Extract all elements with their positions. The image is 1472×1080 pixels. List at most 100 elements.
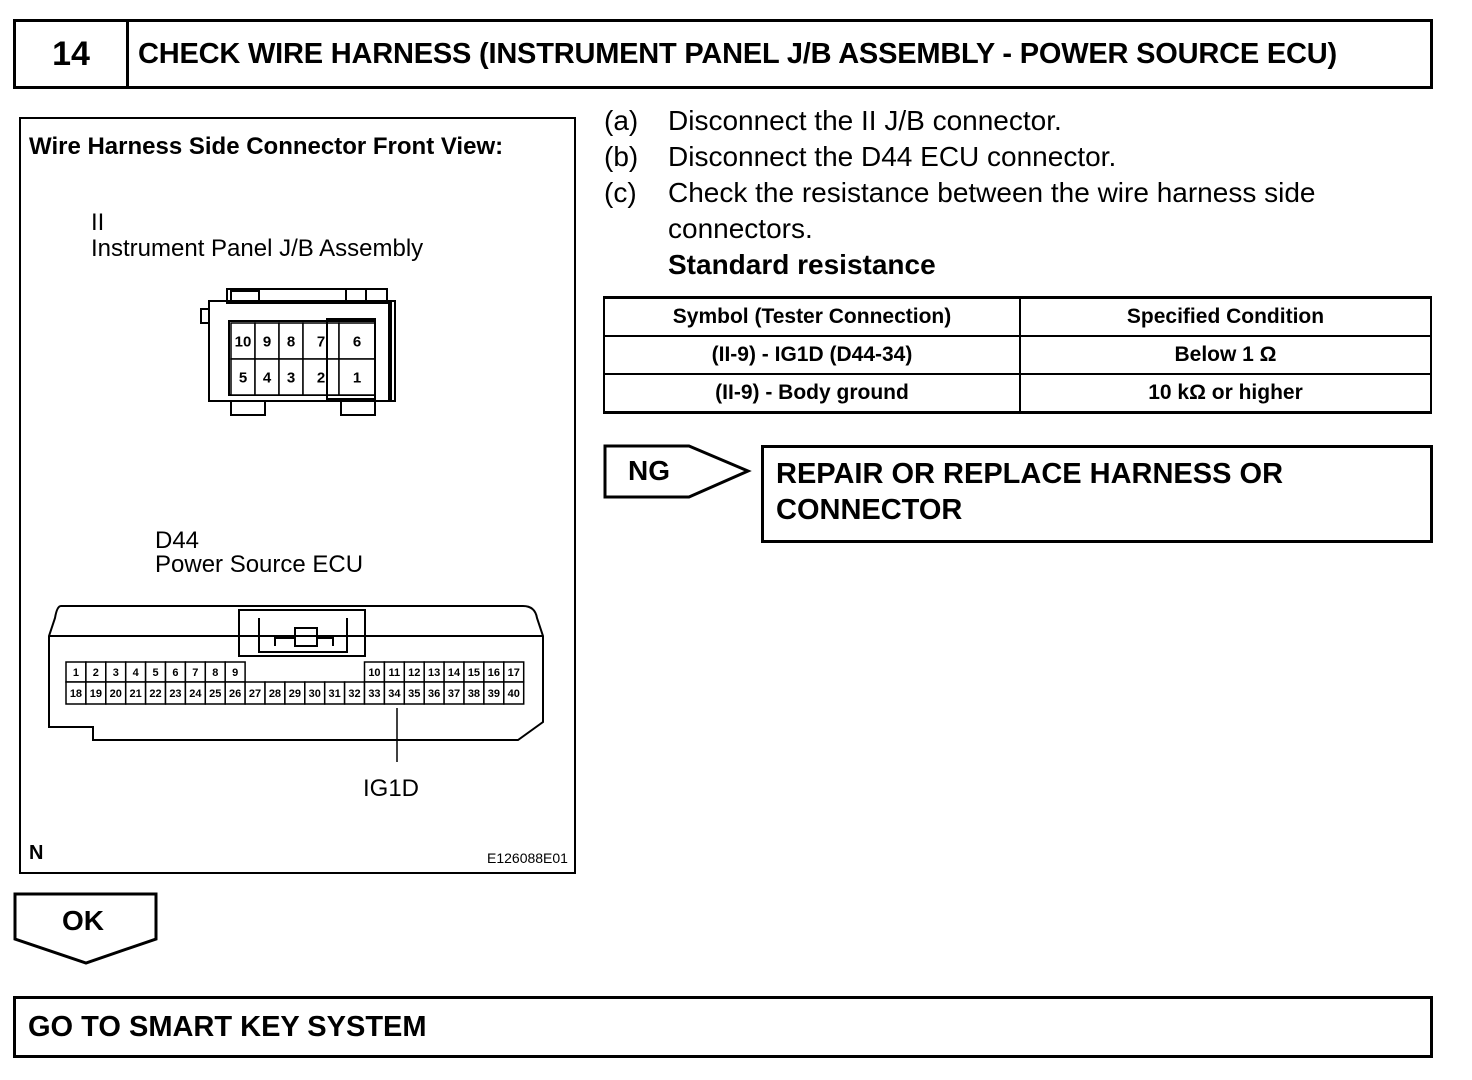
pin-label: 5 xyxy=(152,667,158,679)
pin-label: 33 xyxy=(368,688,380,700)
pin-label: 4 xyxy=(133,667,140,679)
pin-label: 9 xyxy=(263,333,271,350)
instruction-b: (b) Disconnect the D44 ECU connector. xyxy=(604,139,1424,175)
pin-label: 24 xyxy=(189,688,202,700)
pin-label: 22 xyxy=(149,688,161,700)
instruction-text: Disconnect the D44 ECU connector. xyxy=(668,141,1117,172)
pin-callout-label: IG1D xyxy=(363,775,420,802)
table-header: Specified Condition xyxy=(1019,296,1432,337)
figure-heading: Wire Harness Side Connector Front View: xyxy=(29,133,504,160)
table-cell: (II-9) - Body ground xyxy=(603,373,1021,414)
pin-label: 17 xyxy=(508,667,520,679)
pin-label: 39 xyxy=(488,688,500,700)
connector1-name: Instrument Panel J/B Assembly xyxy=(91,235,424,262)
pin-label: 3 xyxy=(287,369,295,386)
pin-label: 34 xyxy=(388,688,401,700)
pin-label: 6 xyxy=(172,667,178,679)
pin-label: 8 xyxy=(287,333,295,350)
pin-label: 32 xyxy=(348,688,360,700)
pin-label: 15 xyxy=(468,667,480,679)
instruction-a: (a) Disconnect the II J/B connector. xyxy=(604,103,1424,139)
ng-action-box: REPAIR OR REPLACE HARNESS OR CONNECTOR xyxy=(761,445,1433,543)
instruction-letter: (a) xyxy=(604,105,639,136)
instruction-letter: (b) xyxy=(604,141,639,172)
ng-arrow[interactable] xyxy=(603,443,753,503)
figure-id: E126088E01 xyxy=(487,850,568,866)
step-title: CHECK WIRE HARNESS (INSTRUMENT PANEL J/B… xyxy=(138,37,1337,70)
pin-cell xyxy=(338,358,376,396)
pin-label: 38 xyxy=(468,688,480,700)
pin-label: 1 xyxy=(353,369,361,386)
pin-label: 23 xyxy=(169,688,181,700)
next-action-box: GO TO SMART KEY SYSTEM xyxy=(13,996,1433,1058)
table-header: Symbol (Tester Connection) xyxy=(603,296,1021,337)
corner-mark: N xyxy=(29,842,44,864)
pin-label: 2 xyxy=(317,369,325,386)
pin-label: 2 xyxy=(93,667,99,679)
pin-cell xyxy=(503,681,525,705)
pin-label: 21 xyxy=(130,688,142,700)
pin-label: 8 xyxy=(212,667,218,679)
table-row: (II-9) - IG1D (D44-34) Below 1 Ω xyxy=(603,335,1432,375)
spec-table: Symbol (Tester Connection) Specified Con… xyxy=(603,296,1432,414)
pin-label: 12 xyxy=(408,667,420,679)
pin-label: 10 xyxy=(235,333,252,350)
pin-label: 19 xyxy=(90,688,102,700)
standard-label: Standard resistance xyxy=(668,249,936,280)
pin-label: 20 xyxy=(110,688,122,700)
instruction-c: (c) Check the resistance between the wir… xyxy=(604,175,1424,247)
ok-arrow[interactable] xyxy=(12,891,162,969)
table-cell: Below 1 Ω xyxy=(1019,335,1432,375)
connector-figure: Wire Harness Side Connector Front View: … xyxy=(19,117,576,874)
pin-label: 5 xyxy=(239,369,247,386)
pin-label: 25 xyxy=(209,688,221,700)
connector2-name: Power Source ECU xyxy=(155,551,364,578)
pin-label: 7 xyxy=(192,667,198,679)
pin-cell xyxy=(302,358,340,396)
step-header: 14 CHECK WIRE HARNESS (INSTRUMENT PANEL … xyxy=(13,19,1433,89)
ng-label: NG xyxy=(628,455,670,486)
instruction-text: Check the resistance between the wire ha… xyxy=(668,177,1316,208)
pin-label: 14 xyxy=(448,667,461,679)
pin-block xyxy=(326,318,376,400)
pin-label: 37 xyxy=(448,688,460,700)
pin-label: 35 xyxy=(408,688,420,700)
ng-action-line2: CONNECTOR xyxy=(776,494,963,526)
table-cell: (II-9) - IG1D (D44-34) xyxy=(603,335,1021,375)
pin-label: 16 xyxy=(488,667,500,679)
pin-label: 18 xyxy=(70,688,82,700)
step-number: 14 xyxy=(16,22,129,86)
table-cell: 10 kΩ or higher xyxy=(1019,373,1432,414)
connector1-code: II xyxy=(91,209,105,236)
pin-label: 9 xyxy=(232,667,238,679)
ng-action-text: REPAIR OR REPLACE HARNESS OR CONNECTOR xyxy=(776,456,1283,528)
pin-label: 31 xyxy=(329,688,341,700)
pin-label: 26 xyxy=(229,688,241,700)
next-action-text: GO TO SMART KEY SYSTEM xyxy=(28,1010,427,1043)
pin-label: 40 xyxy=(508,688,520,700)
pin-label: 11 xyxy=(389,667,401,679)
connector2-code: D44 xyxy=(155,527,200,554)
pin-label: 6 xyxy=(353,333,361,350)
pin-label: 36 xyxy=(428,688,440,700)
instruction-text-cont: connectors. xyxy=(668,213,813,244)
instruction-letter: (c) xyxy=(604,177,637,208)
table-header-row: Symbol (Tester Connection) Specified Con… xyxy=(603,296,1432,337)
pin-label: 27 xyxy=(249,688,261,700)
pin-label: 4 xyxy=(263,369,272,386)
ok-label: OK xyxy=(62,905,104,936)
ng-action-line1: REPAIR OR REPLACE HARNESS OR xyxy=(776,458,1284,490)
instruction-text: Disconnect the II J/B connector. xyxy=(668,105,1062,136)
pin-label: 1 xyxy=(73,667,79,679)
table-row: (II-9) - Body ground 10 kΩ or higher xyxy=(603,373,1432,414)
pin-label: 3 xyxy=(113,667,119,679)
pin-label: 13 xyxy=(428,667,440,679)
pin-label: 28 xyxy=(269,688,281,700)
pin-label: 10 xyxy=(368,667,380,679)
pin-label: 29 xyxy=(289,688,301,700)
pin-label: 30 xyxy=(309,688,321,700)
